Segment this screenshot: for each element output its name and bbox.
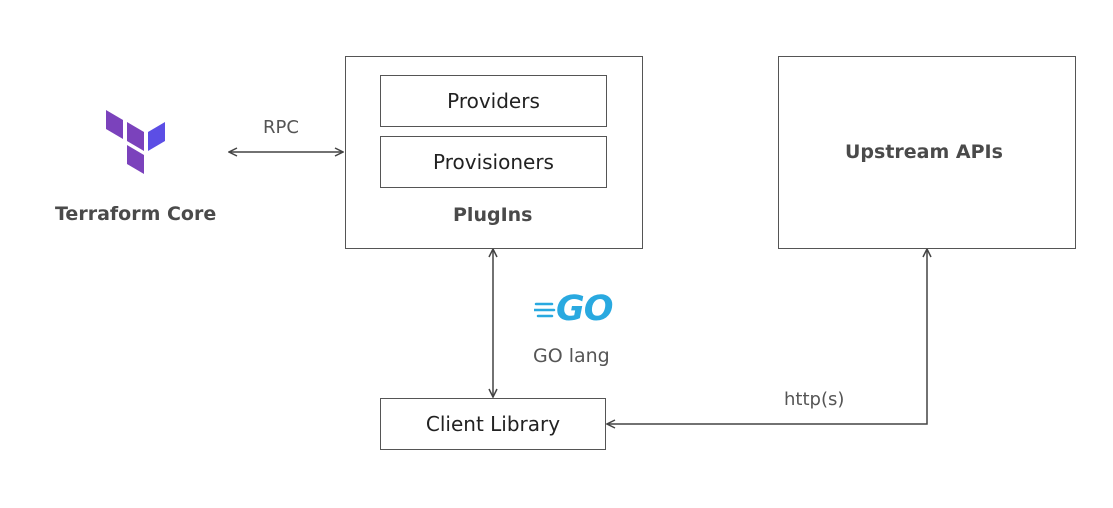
- rpc-label: RPC: [263, 117, 299, 138]
- plugins-title: PlugIns: [453, 204, 533, 226]
- terraform-core-label: Terraform Core: [55, 203, 217, 225]
- terraform-logo-icon: [106, 110, 165, 174]
- http-label: http(s): [784, 389, 845, 410]
- go-logo-text: GO: [556, 289, 613, 329]
- go-logo-icon: GO: [534, 289, 624, 330]
- providers-box: Providers: [380, 75, 607, 127]
- upstream-apis-title: Upstream APIs: [845, 141, 1003, 163]
- go-lang-label: GO lang: [533, 345, 610, 367]
- http-arrow: [607, 249, 927, 424]
- upstream-apis-box: [778, 56, 1076, 249]
- client-library-box: Client Library: [380, 398, 606, 450]
- provisioners-box: Provisioners: [380, 136, 607, 188]
